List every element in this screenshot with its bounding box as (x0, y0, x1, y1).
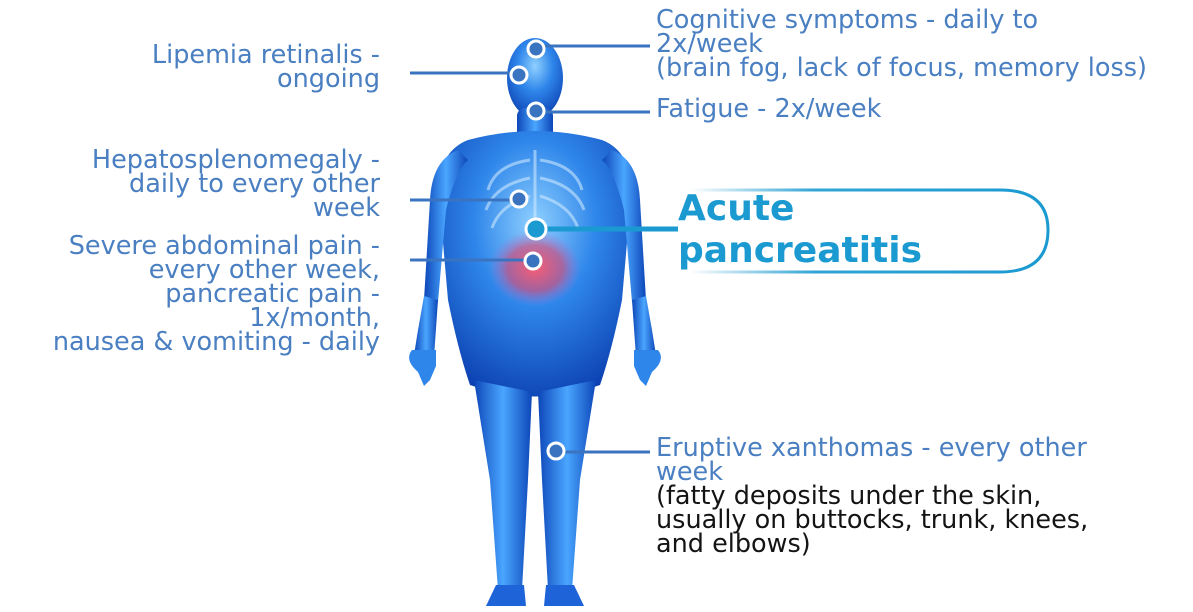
right-forearm (632, 296, 656, 357)
label-fatigue-line1: Fatigue - 2x/week (656, 97, 881, 121)
left-leg (474, 380, 532, 590)
label-acute-line2: pancreatitis (678, 230, 922, 272)
left-hand (409, 350, 436, 386)
marker-cognitive (528, 41, 544, 57)
label-abdominal-line5: nausea & vomiting - daily (53, 330, 380, 354)
label-hepato: Hepatosplenomegaly - daily to every othe… (92, 148, 380, 220)
marker-fatigue (528, 103, 544, 119)
label-abdominal: Severe abdominal pain - every other week… (53, 234, 380, 354)
label-cognitive: Cognitive symptoms - daily to 2x/week (b… (656, 8, 1147, 80)
label-cognitive-line3: (brain fog, lack of focus, memory loss) (656, 56, 1147, 80)
left-forearm (414, 296, 438, 357)
label-hepato-line3: week (92, 196, 380, 220)
label-fatigue: Fatigue - 2x/week (656, 97, 881, 121)
label-acute-pancreatitis: Acute pancreatitis (678, 188, 922, 272)
label-xanthomas-note3: and elbows) (656, 532, 1088, 556)
label-lipemia: Lipemia retinalis - ongoing (152, 43, 380, 91)
marker-xanthomas (548, 443, 564, 459)
right-hand (634, 350, 661, 386)
left-foot (486, 585, 526, 606)
marker-abdominal (525, 253, 541, 269)
label-xanthomas: Eruptive xanthomas - every other week (f… (656, 436, 1088, 556)
marker-acute (526, 219, 546, 239)
label-lipemia-line2: ongoing (152, 67, 380, 91)
marker-hepato (511, 191, 527, 207)
label-acute-line1: Acute (678, 188, 922, 230)
right-leg (538, 380, 596, 590)
marker-lipemia (511, 67, 527, 83)
right-foot (544, 585, 584, 606)
